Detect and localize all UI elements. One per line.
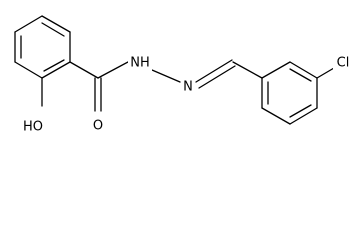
bond-b2-b3 xyxy=(261,107,291,125)
imine-n-label-bg xyxy=(181,79,195,95)
bond-b5-b6 xyxy=(289,61,318,79)
bond-ring-to-cl xyxy=(316,67,335,79)
hydroxyl-label: HO xyxy=(23,120,43,135)
chlorine-label: Cl xyxy=(337,56,350,71)
bond-a-inner-1 xyxy=(41,22,65,37)
carbonyl-oxygen-label: O xyxy=(93,119,103,134)
bond-carbonyl-to-nh xyxy=(97,61,129,79)
bond-a5-a6 xyxy=(14,61,43,79)
bond-imine-to-ring xyxy=(232,61,263,79)
bond-b6-b1 xyxy=(261,61,291,79)
bond-b-inner-2 xyxy=(289,104,312,118)
amide-nh-label-bg xyxy=(128,55,152,71)
ring-b-chlorophenyl xyxy=(261,61,318,125)
ring-a-salicyl xyxy=(14,15,71,79)
bond-imine-double-2 xyxy=(198,65,236,89)
bond-nh-to-n xyxy=(151,69,181,83)
bond-b-inner-3 xyxy=(289,68,312,82)
imine-n-label: N xyxy=(183,80,193,95)
carbonyl-oxygen-label-bg xyxy=(92,118,106,134)
bond-b3-b4 xyxy=(289,107,318,125)
chemical-structure: HO O NH N Cl xyxy=(14,15,353,135)
chlorine-label-bg xyxy=(333,55,353,71)
hydroxyl-label-bg xyxy=(22,119,46,135)
amide-nh-label: NH xyxy=(130,56,150,71)
bond-a6-a1 xyxy=(41,61,71,79)
bond-a2-a3 xyxy=(41,15,71,33)
bond-a-inner-3 xyxy=(43,59,65,72)
bond-imine-double-1 xyxy=(195,59,233,83)
bond-a3-a4 xyxy=(14,15,43,33)
bond-ring-to-carbonyl xyxy=(69,61,99,79)
